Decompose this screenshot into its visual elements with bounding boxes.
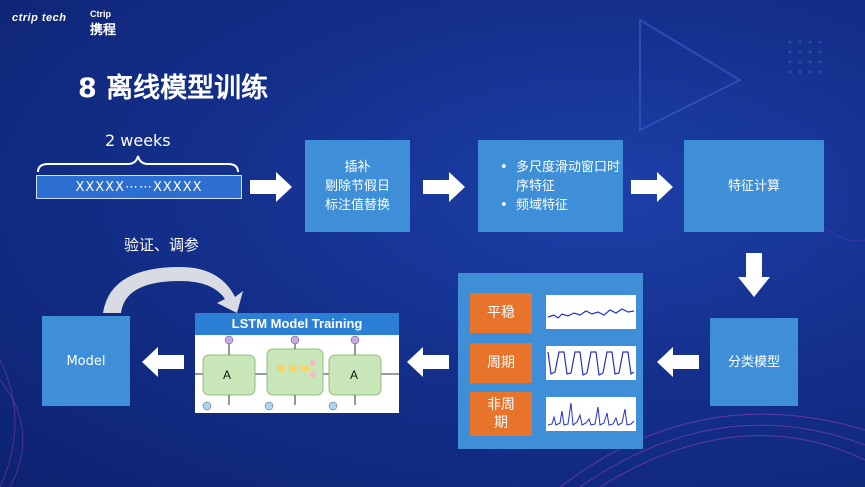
ctrip-logo-cn: 携程 (90, 22, 117, 37)
timeline-brace (37, 155, 239, 173)
lstm-title: LSTM Model Training (195, 313, 399, 335)
wave-nonperiodic (546, 397, 636, 431)
model-label: Model (66, 353, 106, 369)
timeline-sequence-text: XXXXX⋯⋯XXXXX (75, 179, 203, 195)
lstm-cell-a-1: A (223, 368, 232, 382)
arrow-left-2 (407, 347, 449, 377)
category-nonperiodic: 非周期 (470, 392, 532, 436)
feedback-arrow (103, 267, 243, 313)
step-features-box: 多尺度滑动窗口时序特征 频域特征 (478, 140, 623, 232)
timeline-label: 2 weeks (105, 131, 171, 150)
feature-bullet-2: 频域特征 (500, 196, 624, 215)
step-classify-label: 分类模型 (727, 354, 780, 370)
feedback-label: 验证、调参 (124, 236, 200, 254)
feature-bullet-1: 多尺度滑动窗口时序特征 (500, 158, 624, 196)
step-impute-line-1: 插补 (344, 159, 371, 175)
arrow-down (738, 253, 770, 297)
step-classify-box: 分类模型 (710, 318, 798, 406)
category-stable: 平稳 (470, 293, 532, 333)
step-impute-box: 插补 剔除节假日 标注值替换 (305, 140, 410, 232)
wave-periodic (546, 346, 636, 380)
arrow-left-1 (657, 347, 699, 377)
lstm-diagram: LSTM Model Training A A (195, 313, 399, 413)
lstm-cells (195, 335, 399, 411)
step-impute-line-3: 标注值替换 (324, 197, 390, 213)
category-nonperiodic-label: 非周期 (487, 397, 515, 431)
ctrip-logo: Ctrip 携程 (90, 10, 116, 38)
category-periodic: 周期 (470, 343, 532, 383)
step-impute-line-2: 剔除节假日 (324, 178, 390, 194)
ctrip-tech-logo: ctrip tech (12, 12, 67, 24)
arrow-left-3 (142, 347, 184, 377)
arrow-right-1 (250, 172, 292, 202)
ctrip-logo-en: Ctrip (90, 9, 111, 19)
step-feature-calc-box: 特征计算 (684, 140, 824, 232)
slide-title: 8 离线模型训练 (78, 73, 269, 104)
wave-stable (546, 295, 636, 329)
lstm-cell-a-2: A (350, 368, 359, 382)
arrow-right-2 (423, 172, 465, 202)
step-feature-calc-label: 特征计算 (727, 178, 780, 194)
arrow-right-3 (631, 172, 673, 202)
category-panel: 平稳 周期 非周期 (458, 273, 643, 449)
model-box: Model (42, 316, 130, 406)
timeline-sequence: XXXXX⋯⋯XXXXX (36, 175, 242, 199)
